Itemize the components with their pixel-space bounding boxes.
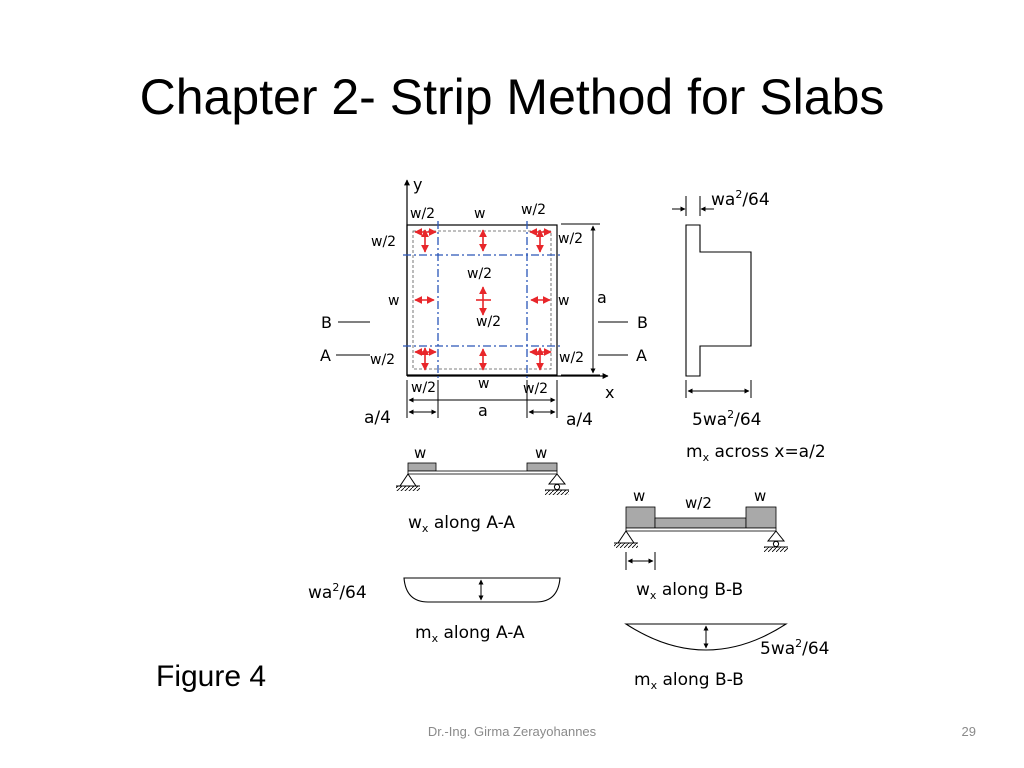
moment-aa: wa2/64 mx along A-A — [308, 577, 561, 645]
slide-title: Chapter 2- Strip Method for Slabs — [139, 69, 885, 125]
load-label: w/2 — [523, 381, 548, 397]
page-number: 29 — [961, 724, 976, 739]
load-label: w — [474, 206, 485, 222]
section-a-right-label: A — [636, 346, 647, 365]
beam-aa-roller-support — [547, 473, 567, 485]
beam-bb-load-block-right — [745, 506, 777, 529]
load-label: w — [478, 376, 489, 392]
section-a-left-label: A — [320, 346, 331, 365]
load-label: w/2 — [371, 234, 396, 250]
beam-aa-load-right: w — [535, 444, 547, 462]
beam-bb-roller-support — [766, 530, 786, 542]
load-label: w — [558, 293, 569, 309]
y-axis-label: y — [413, 175, 422, 194]
strip-boundaries — [403, 221, 561, 379]
moment-aa-value: wa2/64 — [308, 581, 367, 603]
beam-aa-pin-support — [399, 473, 417, 487]
beam-bb-load-right: w — [754, 487, 766, 505]
load-label: w/2 — [370, 352, 395, 368]
moment-profile-bottom-value: 5wa2/64 — [692, 408, 762, 430]
load-label: w/2 — [521, 202, 546, 218]
section-b-left-label: B — [321, 313, 332, 332]
moment-aa-diagram — [403, 577, 561, 603]
slab-outline — [406, 224, 558, 376]
beam-bb-load-block-mid — [654, 517, 747, 529]
slab-plan: y x — [320, 175, 648, 430]
beam-bb-load-block-left — [625, 506, 656, 529]
moment-bb-caption: mx along B-B — [634, 670, 744, 692]
beam-aa-load-left: w — [414, 444, 426, 462]
load-label: w/2 — [410, 206, 435, 222]
footer-author: Dr.-Ing. Girma Zerayohannes — [427, 724, 597, 739]
load-label: w/2 — [558, 231, 583, 247]
moment-bb: 5wa2/64 mx along B-B — [624, 623, 830, 692]
load-label: w — [388, 293, 399, 309]
load-arrows — [414, 228, 552, 371]
beam-bb-pin-support — [617, 530, 635, 544]
beam-bb-load-left: w — [633, 487, 645, 505]
load-label: w/2 — [411, 380, 436, 396]
beam-aa-caption: wx along A-A — [408, 513, 515, 535]
moment-profile-caption: mx across x=a/2 — [686, 442, 826, 464]
beam-bb-load-mid: w/2 — [685, 494, 712, 512]
beam-bb-beam — [625, 527, 777, 532]
moment-profile-shape — [685, 224, 752, 377]
moment-aa-caption: mx along A-A — [415, 623, 525, 645]
figure-label: Figure 4 — [156, 660, 267, 693]
x-axis-label: x — [605, 383, 614, 402]
beam-aa-load-block-left — [407, 462, 437, 472]
moment-profile-top-value: wa2/64 — [711, 188, 770, 210]
dimension-left-quarter-label: a/4 — [364, 408, 391, 428]
moment-bb-value: 5wa2/64 — [760, 637, 830, 659]
beam-aa: w w wx along A-A — [396, 444, 569, 535]
dimension-width-label: a — [478, 401, 488, 420]
beam-aa-beam — [407, 470, 558, 475]
beam-bb: w w/2 w wx along B-B — [614, 487, 788, 602]
load-label: w/2 — [476, 314, 501, 330]
dimension-right-quarter-label: a/4 — [566, 410, 593, 430]
dimension-height-label: a — [597, 288, 607, 307]
moment-profile: wa2/64 5wa2/64 mx across x=a/2 — [672, 188, 826, 464]
section-b-right-label: B — [637, 313, 648, 332]
load-label: w/2 — [467, 266, 492, 282]
beam-bb-caption: wx along B-B — [636, 580, 743, 602]
load-label: w/2 — [559, 350, 584, 366]
beam-aa-load-block-right — [526, 462, 558, 472]
